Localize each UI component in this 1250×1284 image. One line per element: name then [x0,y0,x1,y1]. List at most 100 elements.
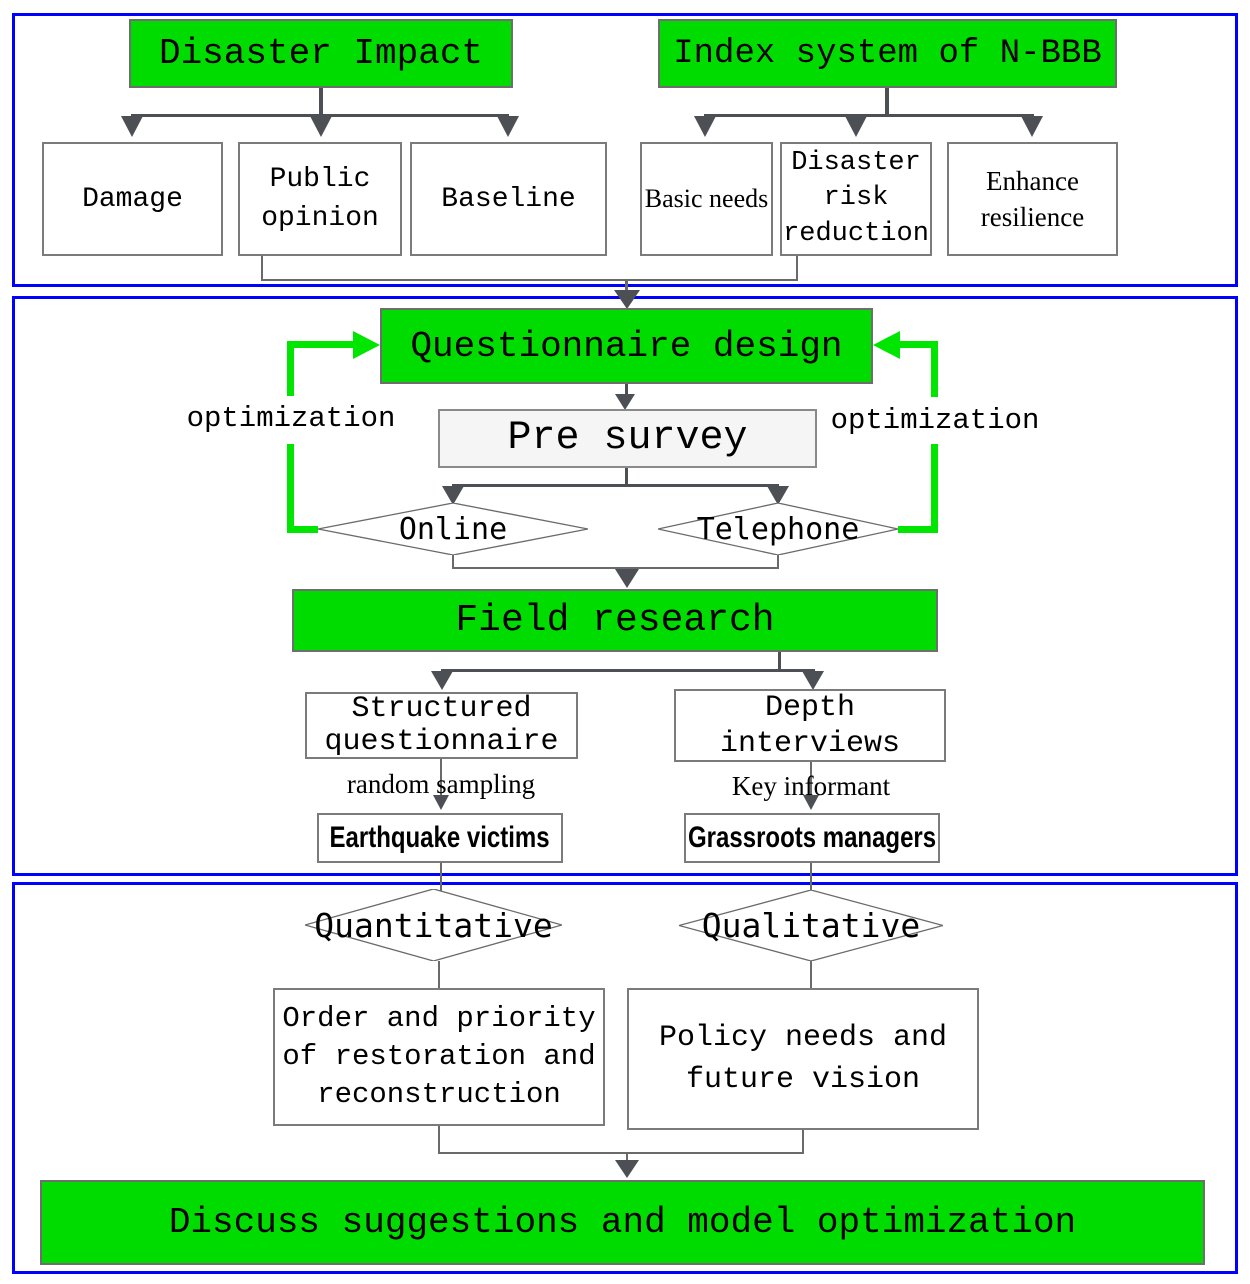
optimization-label-right: optimization [830,398,1040,442]
grassroots-managers-box: Grassroots managers [684,813,940,863]
connector-line [319,88,323,116]
connector-line [626,1152,628,1162]
damage-label: Damage [82,183,183,215]
questionnaire-design-box: Questionnaire design [380,308,873,384]
quantitative-diamond [305,889,562,961]
arrow-head [121,116,143,137]
order-priority-label: Order and priority of restoration and re… [282,1001,596,1112]
connector-line [625,281,628,293]
connector-line [810,762,812,797]
disaster-impact-label: Disaster Impact [158,33,484,74]
connector-line [438,961,440,988]
connector-line [885,88,889,116]
arrow-head [433,795,449,810]
discuss-label: Discuss suggestions and model optimizati… [168,1202,1077,1243]
order-priority-box: Order and priority of restoration and re… [273,988,605,1126]
discuss-box: Discuss suggestions and model optimizati… [40,1180,1205,1265]
telephone-diamond [658,503,898,555]
online-label: Online [398,511,508,547]
arrow-head [615,569,639,588]
feedback-arrow-head-right [873,331,900,359]
random-sampling-label: random sampling [346,768,536,799]
earthquake-victims-box: Earthquake victims [317,813,563,863]
arrow-head [803,795,819,810]
feedback-line-right [931,444,938,533]
connector-line [452,484,779,487]
depth-interviews-box: Depth interviews [674,689,946,762]
qualitative-diamond [679,890,943,961]
connector-line [438,1152,804,1154]
connector-line [810,961,812,988]
field-research-box: Field research [292,589,938,652]
connector-line [625,384,628,396]
connector-line [131,114,509,117]
connector-line [440,863,442,892]
arrow-head [497,116,519,137]
connector-line [810,863,812,892]
feedback-line-left [287,444,294,533]
telephone-label: Telephone [696,511,860,547]
connector-line [796,256,798,281]
structured-questionnaire-label: Structured questionnaire [324,691,559,759]
grassroots-managers-label: Grassroots managers [687,821,937,854]
connector-line [704,114,1034,117]
connector-line [625,468,628,486]
arrow-head [615,394,635,410]
section-analysis-frame [12,882,1238,1274]
arrow-head [431,671,453,690]
feedback-line-right [898,526,938,533]
pre-survey-label: Pre survey [507,416,748,461]
disaster-risk-reduction-box: Disaster risk reduction [780,142,932,256]
connector-line [438,1126,440,1154]
arrow-head [845,116,867,137]
connector-line [452,567,779,569]
connector-line [777,555,779,569]
feedback-arrow-head-left [353,331,380,359]
online-diamond [318,503,588,555]
arrow-head [615,1160,639,1178]
baseline-label: Baseline [441,183,576,215]
connector-line [452,555,454,569]
enhance-resilience-box: Enhance resilience [947,142,1118,256]
arrow-head [442,486,464,505]
feedback-line-left [287,526,318,533]
basic-needs-label: Basic needs [644,184,769,213]
enhance-resilience-label: Enhance resilience [980,165,1085,232]
policy-needs-label: Policy needs and future vision [658,1021,948,1097]
public-opinion-box: Public opinion [238,142,402,256]
field-research-label: Field research [455,599,775,642]
arrow-head [310,116,332,137]
connector-line [441,669,815,672]
arrow-head [767,486,789,505]
damage-box: Damage [42,142,223,256]
arrow-head [802,671,824,690]
optimization-label-left: optimization [186,396,396,440]
feedback-line-right [900,341,938,348]
quantitative-label: Quantitative [314,905,553,945]
baseline-box: Baseline [410,142,607,256]
feedback-line-right [931,341,938,397]
basic-needs-box: Basic needs [640,142,773,256]
disaster-impact-box: Disaster Impact [129,19,513,88]
questionnaire-design-label: Questionnaire design [410,325,843,367]
feedback-line-left [287,341,294,397]
arrow-head [614,290,640,309]
structured-questionnaire-box: Structured questionnaire [305,692,578,759]
earthquake-victims-label: Earthquake victims [329,821,551,854]
feedback-line-left [287,341,353,348]
arrow-head [694,116,716,137]
arrow-head [1021,116,1043,137]
index-system-label: Index system of N-BBB [673,34,1102,73]
qualitative-label: Qualitative [701,906,921,945]
policy-needs-box: Policy needs and future vision [627,988,979,1130]
connector-line [778,652,781,671]
public-opinion-label: Public opinion [261,163,379,234]
pre-survey-box: Pre survey [438,409,817,468]
index-system-box: Index system of N-BBB [658,19,1117,88]
connector-line [261,256,263,281]
connector-line [440,759,442,797]
disaster-risk-reduction-label: Disaster risk reduction [783,148,929,249]
connector-line [261,279,798,281]
connector-line [802,1130,804,1154]
